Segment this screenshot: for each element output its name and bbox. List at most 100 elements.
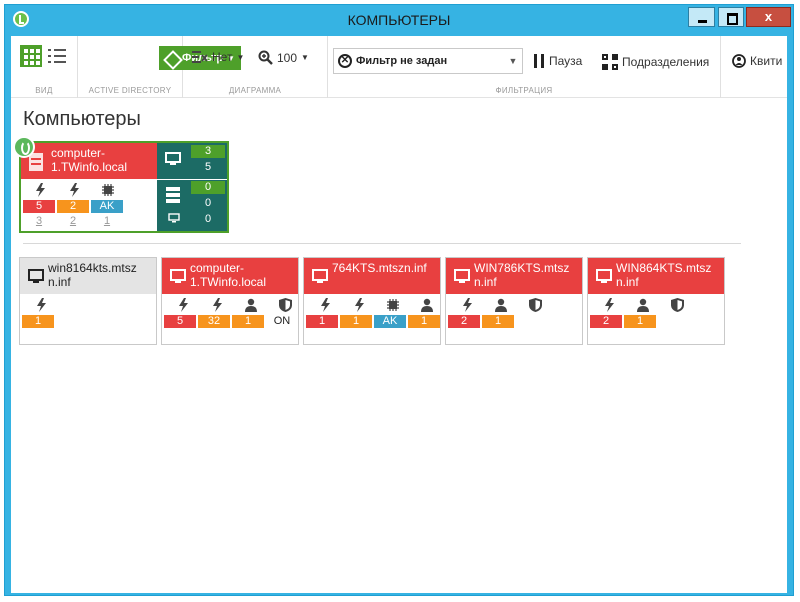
computer-card[interactable]: win8164kts.mtsz n.inf 1 — [19, 257, 157, 345]
window-title: КОМПЬЮТЕРЫ — [347, 12, 451, 28]
computer-name: WIN864KTS.mtsz n.inf — [616, 261, 712, 289]
bolt-icon — [450, 297, 484, 313]
computer-card-badges: 1 — [22, 315, 54, 328]
receipt-label: Квити — [750, 54, 783, 68]
computer-name: WIN786KTS.mtsz n.inf — [474, 261, 570, 289]
maximize-button[interactable] — [718, 7, 744, 27]
group-card-body: 5 2 AK 3 2 1 — [21, 179, 157, 231]
bolt-icon — [592, 297, 626, 313]
count-badge[interactable]: 1 — [408, 315, 440, 328]
computer-name: 764KTS.mtszn.inf — [332, 261, 427, 275]
summary-value: 5 — [204, 161, 212, 173]
pause-label: Пауза — [549, 54, 583, 68]
user-icon — [234, 297, 268, 313]
computer-card-icons — [450, 297, 552, 313]
minimize-button[interactable] — [688, 7, 715, 27]
computer-card-header: WIN864KTS.mtsz n.inf — [588, 258, 724, 294]
ribbon-toolbar: ВИД Фильтр ▼ ACTIVE DIRECTORY Нет ▼ — [11, 36, 787, 98]
filter-group: ✕ Фильтр не задан ▼ Пауза Подразделения — [328, 36, 721, 98]
count-badge[interactable]: 2 — [590, 315, 622, 328]
receipt-button[interactable]: Квити — [732, 54, 782, 68]
summary-divider — [157, 179, 227, 180]
count-badge[interactable]: 1 — [482, 315, 514, 328]
computer-name: computer- 1.TWinfo.local — [190, 261, 267, 289]
summary-value: 0 — [204, 197, 212, 209]
count-badge[interactable]: 2 — [448, 315, 480, 328]
monitor-icon — [596, 269, 612, 283]
count-badge[interactable]: 1 — [340, 315, 372, 328]
count-badge[interactable]: AK — [374, 315, 406, 328]
bolt-icon — [24, 297, 58, 313]
monitor-icon — [165, 152, 181, 166]
diagram-type-dropdown[interactable]: Нет ▼ — [192, 50, 244, 64]
subdivisions-button[interactable]: Подразделения — [602, 54, 709, 70]
computer-card-header: win8164kts.mtsz n.inf — [20, 258, 156, 294]
user-icon — [626, 297, 660, 313]
count-badge[interactable]: 1 — [22, 315, 54, 328]
count-badge[interactable]: 5 — [164, 315, 196, 328]
count-badge[interactable]: 1 — [232, 315, 264, 328]
chip-icon — [91, 182, 125, 198]
server-stack-icon — [166, 187, 180, 203]
ad-group-label: ACTIVE DIRECTORY — [88, 86, 172, 95]
subdivisions-label: Подразделения — [622, 55, 710, 69]
filter-select[interactable]: ✕ Фильтр не задан ▼ — [333, 48, 523, 74]
computer-group-card[interactable]: computer- 1.TWinfo.local 5 2 AK — [13, 136, 229, 233]
page-title: Компьютеры — [23, 108, 141, 130]
user-icon — [410, 297, 444, 313]
count-badge[interactable]: ON — [273, 315, 291, 327]
alert-count-badge[interactable]: 5 — [23, 200, 55, 213]
group-card-icons — [23, 182, 125, 198]
summary-value: 3 — [191, 145, 225, 158]
monitor-icon — [28, 269, 44, 283]
zoom-value: 100 — [277, 50, 298, 65]
list-clear-icon — [192, 50, 208, 64]
count-badge[interactable]: 1 — [306, 315, 338, 328]
computer-card-icons — [166, 297, 302, 313]
chevron-down-icon: ▼ — [236, 52, 245, 62]
bolt-icon — [23, 182, 57, 198]
computer-card-header: computer- 1.TWinfo.local — [162, 258, 298, 294]
monitor-icon — [170, 269, 186, 283]
ad-filter-button[interactable]: Фильтр ▼ — [159, 46, 241, 70]
count-badge[interactable]: 1 — [624, 315, 656, 328]
chevron-down-icon: ▼ — [301, 53, 309, 62]
bolt-icon — [200, 297, 234, 313]
settings-icon — [732, 54, 746, 68]
computers-view: Компьютеры computer- 1.TWinfo.local 5 — [11, 99, 787, 593]
group-card-summary: 3 5 0 0 0 — [157, 143, 227, 231]
chevron-down-icon[interactable]: ▼ — [508, 56, 518, 66]
computer-name: win8164kts.mtsz n.inf — [48, 261, 137, 289]
list-view-button[interactable] — [48, 47, 66, 65]
link-count[interactable]: 2 — [69, 215, 77, 227]
tiles-view-button[interactable] — [20, 45, 42, 67]
filter-select-value: Фильтр не задан — [356, 55, 448, 67]
computer-card-icons — [592, 297, 694, 313]
view-group: ВИД — [11, 36, 78, 98]
power-icon[interactable] — [13, 136, 35, 158]
bolt-icon — [308, 297, 342, 313]
section-divider — [23, 243, 741, 244]
app-logo-icon — [13, 11, 29, 27]
group-card-name: computer- 1.TWinfo.local — [51, 146, 128, 174]
count-badge[interactable]: 32 — [198, 315, 230, 328]
clear-filter-icon[interactable]: ✕ — [338, 54, 352, 68]
close-button[interactable]: x — [746, 7, 791, 27]
link-count[interactable]: 3 — [35, 215, 43, 227]
shield-icon — [660, 297, 694, 313]
ak-badge[interactable]: AK — [91, 200, 123, 213]
title-bar[interactable]: КОМПЬЮТЕРЫ x — [5, 5, 793, 35]
computer-card-header: WIN786KTS.mtsz n.inf — [446, 258, 582, 294]
group-card-links: 3 2 1 — [23, 215, 123, 227]
app-window: КОМПЬЮТЕРЫ x ВИД Фильтр ▼ ACTIVE DIRECTO… — [4, 4, 794, 596]
computer-card-header: 764KTS.mtszn.inf — [304, 258, 440, 294]
pause-button[interactable]: Пауза — [533, 54, 582, 68]
link-count[interactable]: 1 — [103, 215, 111, 227]
zoom-dropdown[interactable]: 100 ▼ — [258, 50, 309, 65]
warning-count-badge[interactable]: 2 — [57, 200, 89, 213]
